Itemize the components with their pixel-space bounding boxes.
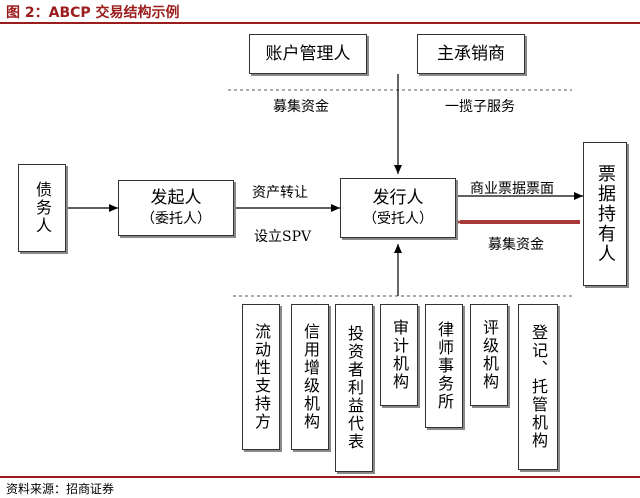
lead-underwriter-label: 主承销商 bbox=[437, 43, 505, 64]
account-manager-label: 账户管理人 bbox=[265, 43, 351, 64]
agency-label: 律师事务所 bbox=[435, 321, 454, 411]
holder-box: 票据持有人 bbox=[583, 142, 627, 286]
originator-box: 发起人 （委托人） bbox=[118, 180, 234, 236]
lead-underwriter-box: 主承销商 bbox=[417, 34, 525, 74]
debtor-label: 债务人 bbox=[33, 181, 52, 235]
holder-label: 票据持有人 bbox=[595, 164, 616, 264]
agency-box-credit-enhancement: 信用增级机构 bbox=[291, 304, 329, 450]
title-rule bbox=[0, 22, 640, 24]
agency-box-audit: 审计机构 bbox=[380, 304, 418, 406]
agency-box-liquidity: 流动性支持方 bbox=[242, 304, 280, 450]
originator-sub-label: （委托人） bbox=[141, 211, 211, 228]
issuer-box: 发行人 （受托人） bbox=[340, 178, 456, 238]
commercial-paper-face-label: 商业票据票面 bbox=[470, 181, 554, 197]
source-note: 资料来源：招商证券 bbox=[6, 482, 115, 496]
agency-label: 投资者利益代表 bbox=[345, 325, 364, 451]
agency-box-law-firm: 律师事务所 bbox=[425, 304, 463, 428]
issuer-sub-label: （受托人） bbox=[363, 211, 433, 228]
agency-label: 审计机构 bbox=[390, 319, 409, 391]
footer-rule bbox=[0, 476, 640, 478]
raise-funds-top-label: 募集资金 bbox=[273, 99, 329, 115]
account-manager-box: 账户管理人 bbox=[249, 34, 367, 74]
originator-label: 发起人 bbox=[150, 188, 202, 209]
setup-spv-label: 设立SPV bbox=[254, 229, 312, 245]
issuer-label: 发行人 bbox=[372, 188, 424, 209]
agency-label: 信用增级机构 bbox=[301, 323, 320, 431]
agency-box-rating: 评级机构 bbox=[470, 304, 508, 406]
agency-label: 流动性支持方 bbox=[252, 323, 271, 431]
asset-transfer-label: 资产转让 bbox=[252, 185, 308, 201]
debtor-box: 债务人 bbox=[18, 164, 66, 252]
agency-label: 评级机构 bbox=[480, 319, 499, 391]
figure-title: 图 2：ABCP 交易结构示例 bbox=[6, 5, 180, 21]
agency-label: 登记、托管机构 bbox=[529, 324, 548, 450]
agency-box-registration-custody: 登记、托管机构 bbox=[518, 304, 558, 470]
one-stop-service-label: 一揽子服务 bbox=[445, 99, 515, 115]
agency-box-investor-representative: 投资者利益代表 bbox=[335, 304, 373, 472]
raise-funds-right-label: 募集资金 bbox=[488, 237, 544, 253]
